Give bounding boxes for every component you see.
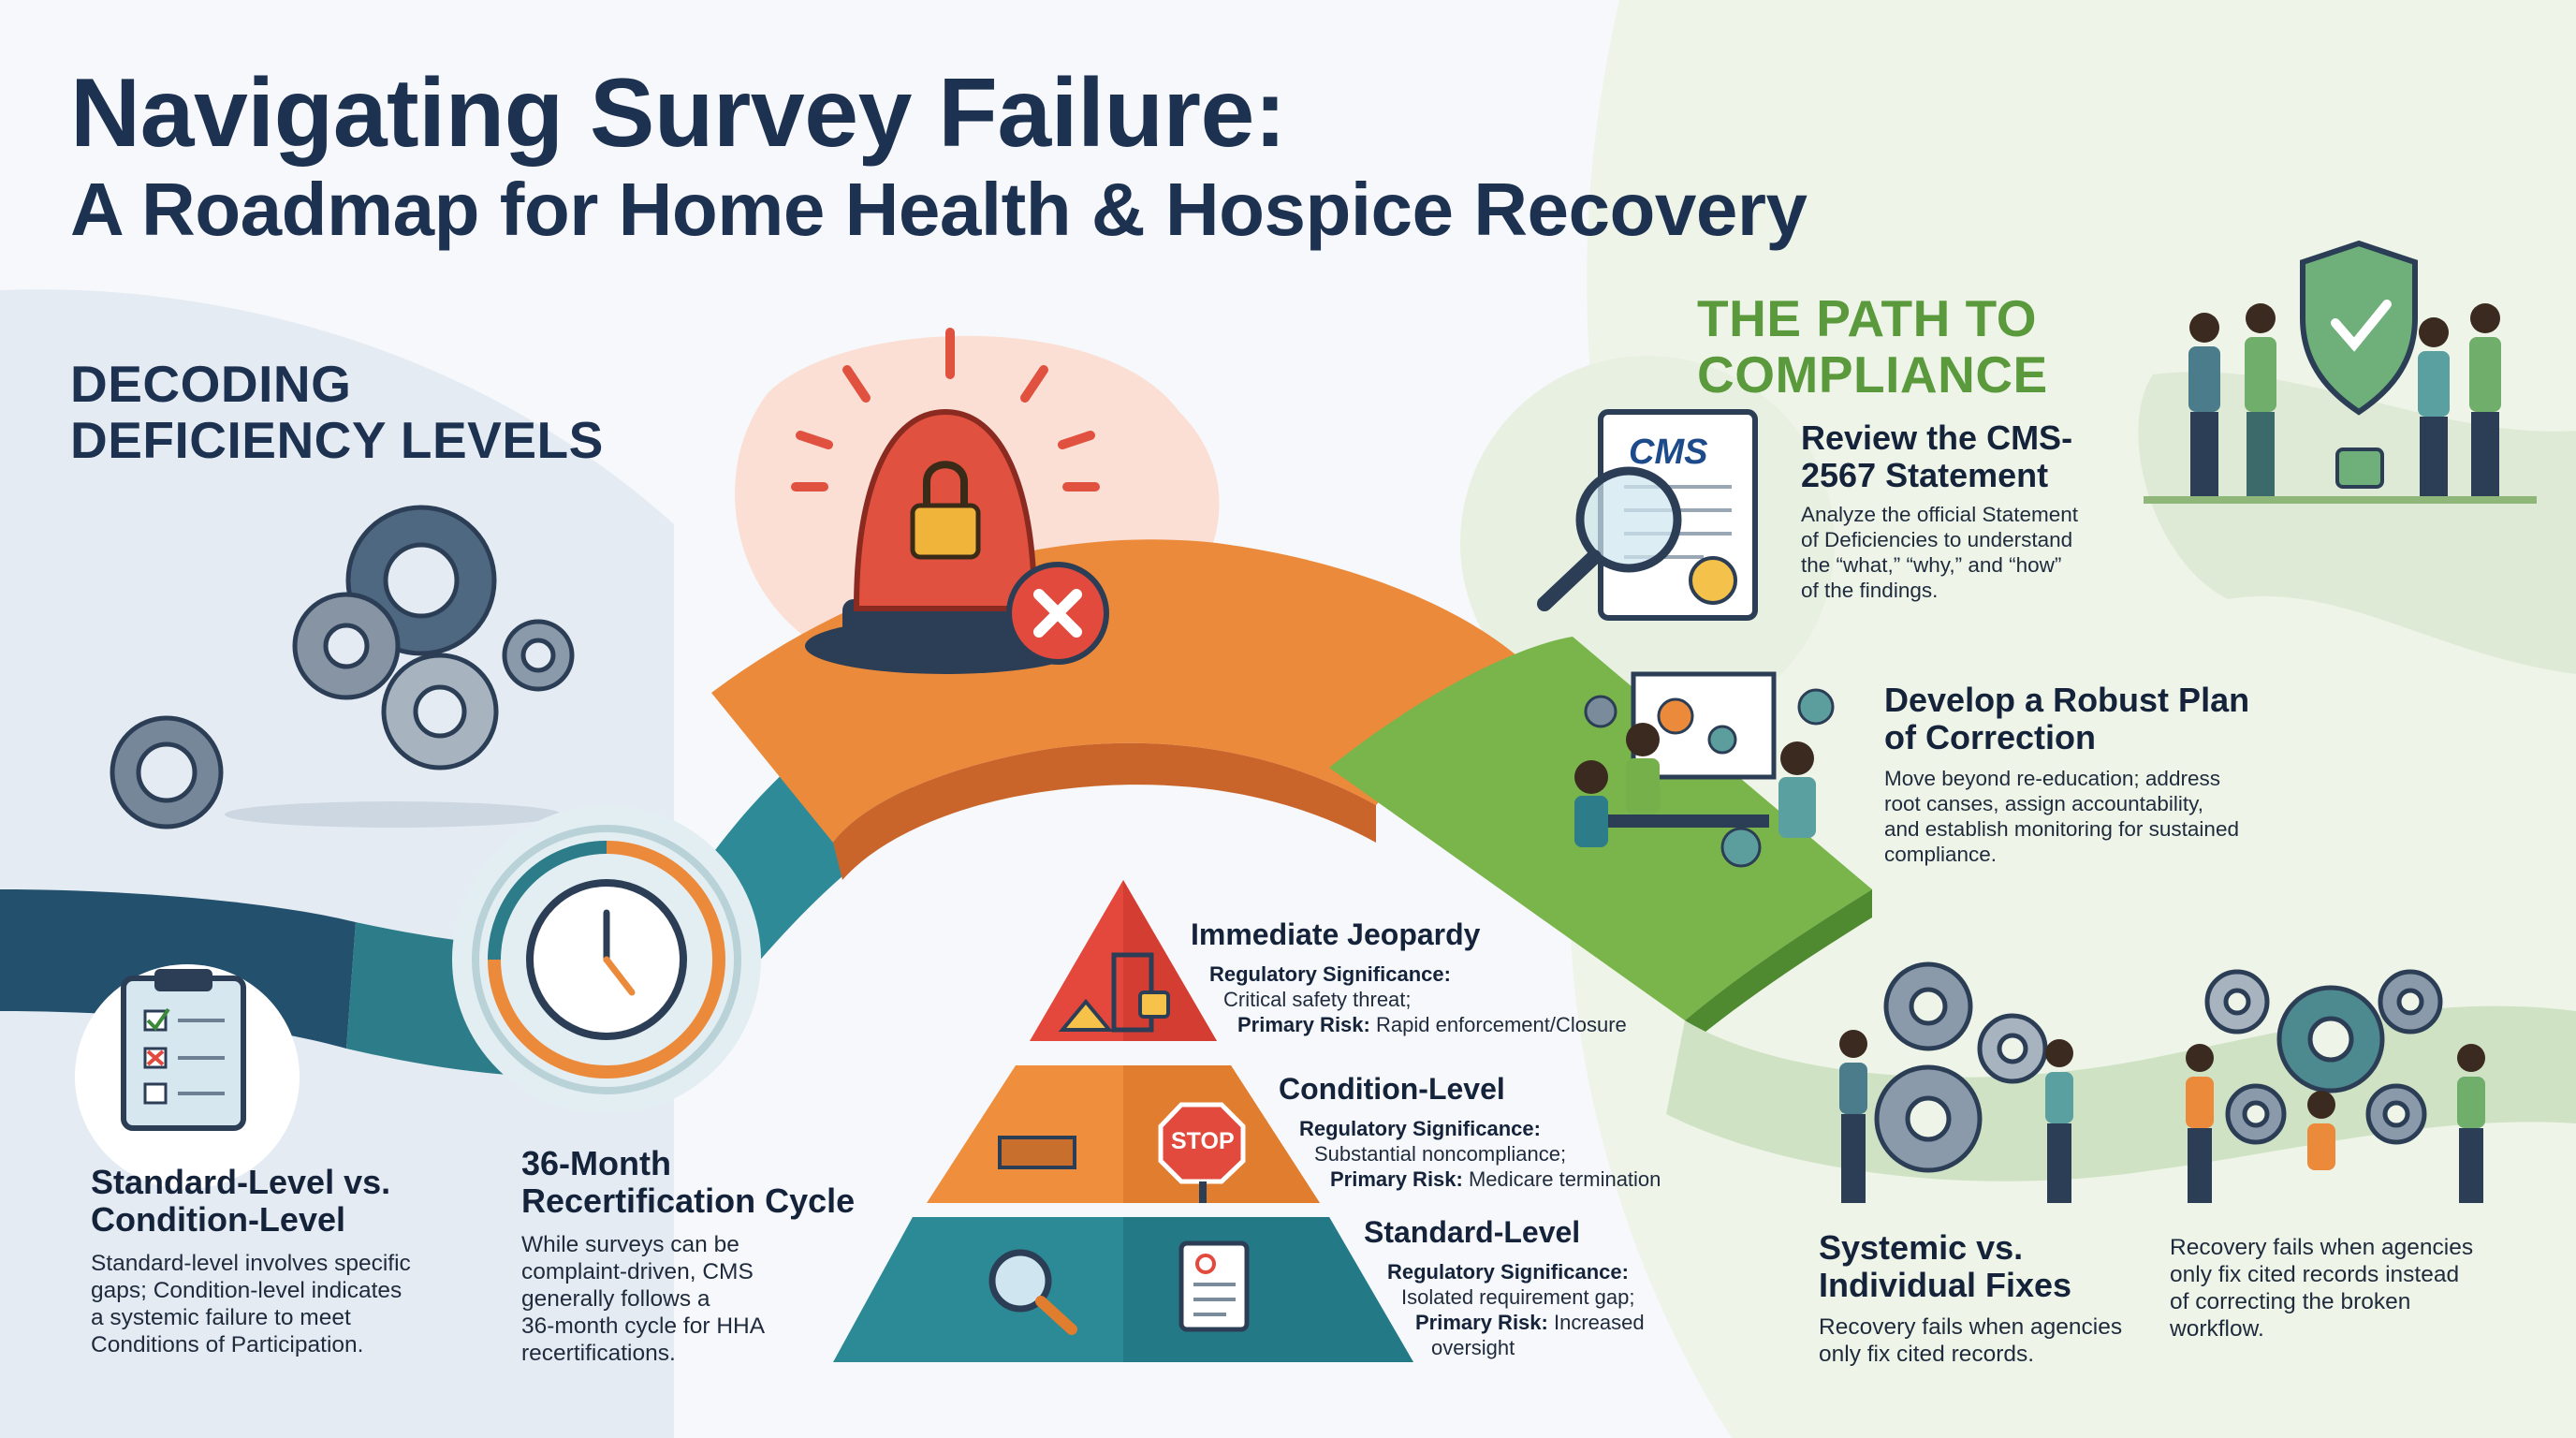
tier-risk: Primary Risk: Increased bbox=[1364, 1310, 1645, 1335]
tier-significance: Regulatory Significance: bbox=[1279, 1116, 1661, 1141]
section-heading-line: DECODING bbox=[70, 355, 352, 413]
stop-sign-label: STOP bbox=[1171, 1128, 1235, 1154]
body-line: only fix cited records instead bbox=[2170, 1262, 2460, 1287]
card-title: Condition-Level bbox=[91, 1200, 345, 1239]
card-body: Recovery fails when agencies only fix ci… bbox=[2170, 1234, 2544, 1343]
body-line: workflow. bbox=[2170, 1316, 2264, 1342]
body-line: of Deficiencies to understand bbox=[1801, 528, 2073, 551]
card-body: Analyze the official Statement of Defici… bbox=[1801, 502, 2175, 603]
sig-value: Substantial noncompliance; bbox=[1314, 1142, 1567, 1166]
tier-significance: Regulatory Significance: bbox=[1191, 961, 1627, 987]
body-line: of correcting the broken bbox=[2170, 1289, 2411, 1314]
pyramid-condition-level: Condition-Level Regulatory Significance:… bbox=[1279, 1072, 1661, 1192]
section-heading-path-to-compliance: THE PATH TO COMPLIANCE bbox=[1697, 290, 2048, 403]
body-line: Analyze the official Statement bbox=[1801, 503, 2079, 526]
body-line: Recovery fails when agencies bbox=[1819, 1314, 2123, 1340]
body-line: generally follows a bbox=[521, 1286, 710, 1312]
card-plan-of-correction: Develop a Robust Plan of Correction Move… bbox=[1884, 682, 2324, 867]
risk-label: Primary Risk: bbox=[1237, 1013, 1370, 1036]
card-recovery-fails: Recovery fails when agencies only fix ci… bbox=[2170, 1234, 2544, 1343]
card-title: Develop a Robust Plan bbox=[1884, 681, 2250, 719]
pyramid-immediate-jeopardy: Immediate Jeopardy Regulatory Significan… bbox=[1191, 917, 1627, 1037]
body-line: root canses, assign accountability, bbox=[1884, 792, 2204, 815]
card-body: Standard-level involves specific gaps; C… bbox=[91, 1250, 503, 1358]
cms-logo: CMS bbox=[1629, 433, 1708, 472]
body-line: Move beyond re-education; address bbox=[1884, 767, 2220, 790]
card-recertification-cycle: 36-Month Recertification Cycle While sur… bbox=[521, 1145, 877, 1367]
section-heading-line: THE PATH TO bbox=[1697, 289, 2037, 347]
card-title: 36-Month bbox=[521, 1144, 671, 1182]
card-body: While surveys can be complaint-driven, C… bbox=[521, 1231, 877, 1367]
card-systemic-fixes: Systemic vs. Individual Fixes Recovery f… bbox=[1819, 1229, 2174, 1368]
sig-label: Regulatory Significance: bbox=[1209, 962, 1451, 986]
tier-risk: Primary Risk: Rapid enforcement/Closure bbox=[1191, 1012, 1627, 1037]
body-line: Standard-level involves specific bbox=[91, 1251, 411, 1276]
tier-title: Condition-Level bbox=[1279, 1072, 1505, 1106]
card-title: Standard-Level vs. bbox=[91, 1163, 391, 1201]
sig-value: Critical safety threat; bbox=[1223, 988, 1412, 1011]
risk-value: Medicare termination bbox=[1468, 1167, 1661, 1191]
sig-label: Regulatory Significance: bbox=[1387, 1260, 1629, 1284]
pyramid-standard-level: Standard-Level Regulatory Significance: … bbox=[1364, 1215, 1645, 1360]
section-heading-line: DEFICIENCY LEVELS bbox=[70, 411, 604, 469]
body-line: only fix cited records. bbox=[1819, 1342, 2035, 1367]
body-line: a systemic failure to meet bbox=[91, 1305, 351, 1330]
body-line: gaps; Condition-level indicates bbox=[91, 1278, 402, 1303]
page-title: Navigating Survey Failure: bbox=[70, 59, 1286, 168]
body-line: of the findings. bbox=[1801, 579, 1939, 602]
card-title: Recertification Cycle bbox=[521, 1181, 856, 1220]
tier-title: Immediate Jeopardy bbox=[1191, 917, 1481, 951]
body-line: While surveys can be bbox=[521, 1232, 739, 1257]
risk-label: Primary Risk: bbox=[1330, 1167, 1463, 1191]
page-subtitle: A Roadmap for Home Health & Hospice Reco… bbox=[70, 168, 1808, 251]
body-line: and establish monitoring for sustained bbox=[1884, 817, 2239, 841]
body-line: recertifications. bbox=[521, 1341, 676, 1366]
card-body: Recovery fails when agencies only fix ci… bbox=[1819, 1313, 2174, 1368]
card-title: of Correction bbox=[1884, 718, 2097, 756]
body-line: Recovery fails when agencies bbox=[2170, 1235, 2474, 1260]
section-heading-line: COMPLIANCE bbox=[1697, 345, 2048, 404]
tier-title: Standard-Level bbox=[1364, 1215, 1581, 1249]
body-line: complaint-driven, CMS bbox=[521, 1259, 754, 1284]
body-line: the “what,” “why,” and “how” bbox=[1801, 553, 2062, 577]
card-title: Systemic vs. bbox=[1819, 1228, 2024, 1267]
risk-label: Primary Risk: bbox=[1415, 1311, 1548, 1334]
sig-label: Regulatory Significance: bbox=[1299, 1117, 1541, 1140]
risk-value: Increased bbox=[1553, 1311, 1645, 1334]
tier-risk: Primary Risk: Medicare termination bbox=[1279, 1167, 1661, 1192]
card-body: Move beyond re-education; address root c… bbox=[1884, 766, 2324, 867]
tier-significance: Regulatory Significance: bbox=[1364, 1259, 1645, 1284]
card-title: Review the CMS- bbox=[1801, 418, 2073, 457]
card-standard-vs-condition: Standard-Level vs. Condition-Level Stand… bbox=[91, 1164, 503, 1358]
body-line: 36-month cycle for HHA bbox=[521, 1313, 766, 1339]
risk-value: Rapid enforcement/Closure bbox=[1375, 1013, 1627, 1036]
section-heading-deficiency-levels: DECODING DEFICIENCY LEVELS bbox=[70, 356, 604, 468]
risk-value-continued: oversight bbox=[1431, 1336, 1515, 1359]
body-line: Conditions of Participation. bbox=[91, 1332, 364, 1357]
card-review-cms-2567: Review the CMS- 2567 Statement Analyze t… bbox=[1801, 419, 2175, 603]
sig-value: Isolated requirement gap; bbox=[1401, 1285, 1635, 1309]
card-title: 2567 Statement bbox=[1801, 456, 2049, 494]
card-title: Individual Fixes bbox=[1819, 1266, 2072, 1304]
body-line: compliance. bbox=[1884, 843, 1998, 866]
